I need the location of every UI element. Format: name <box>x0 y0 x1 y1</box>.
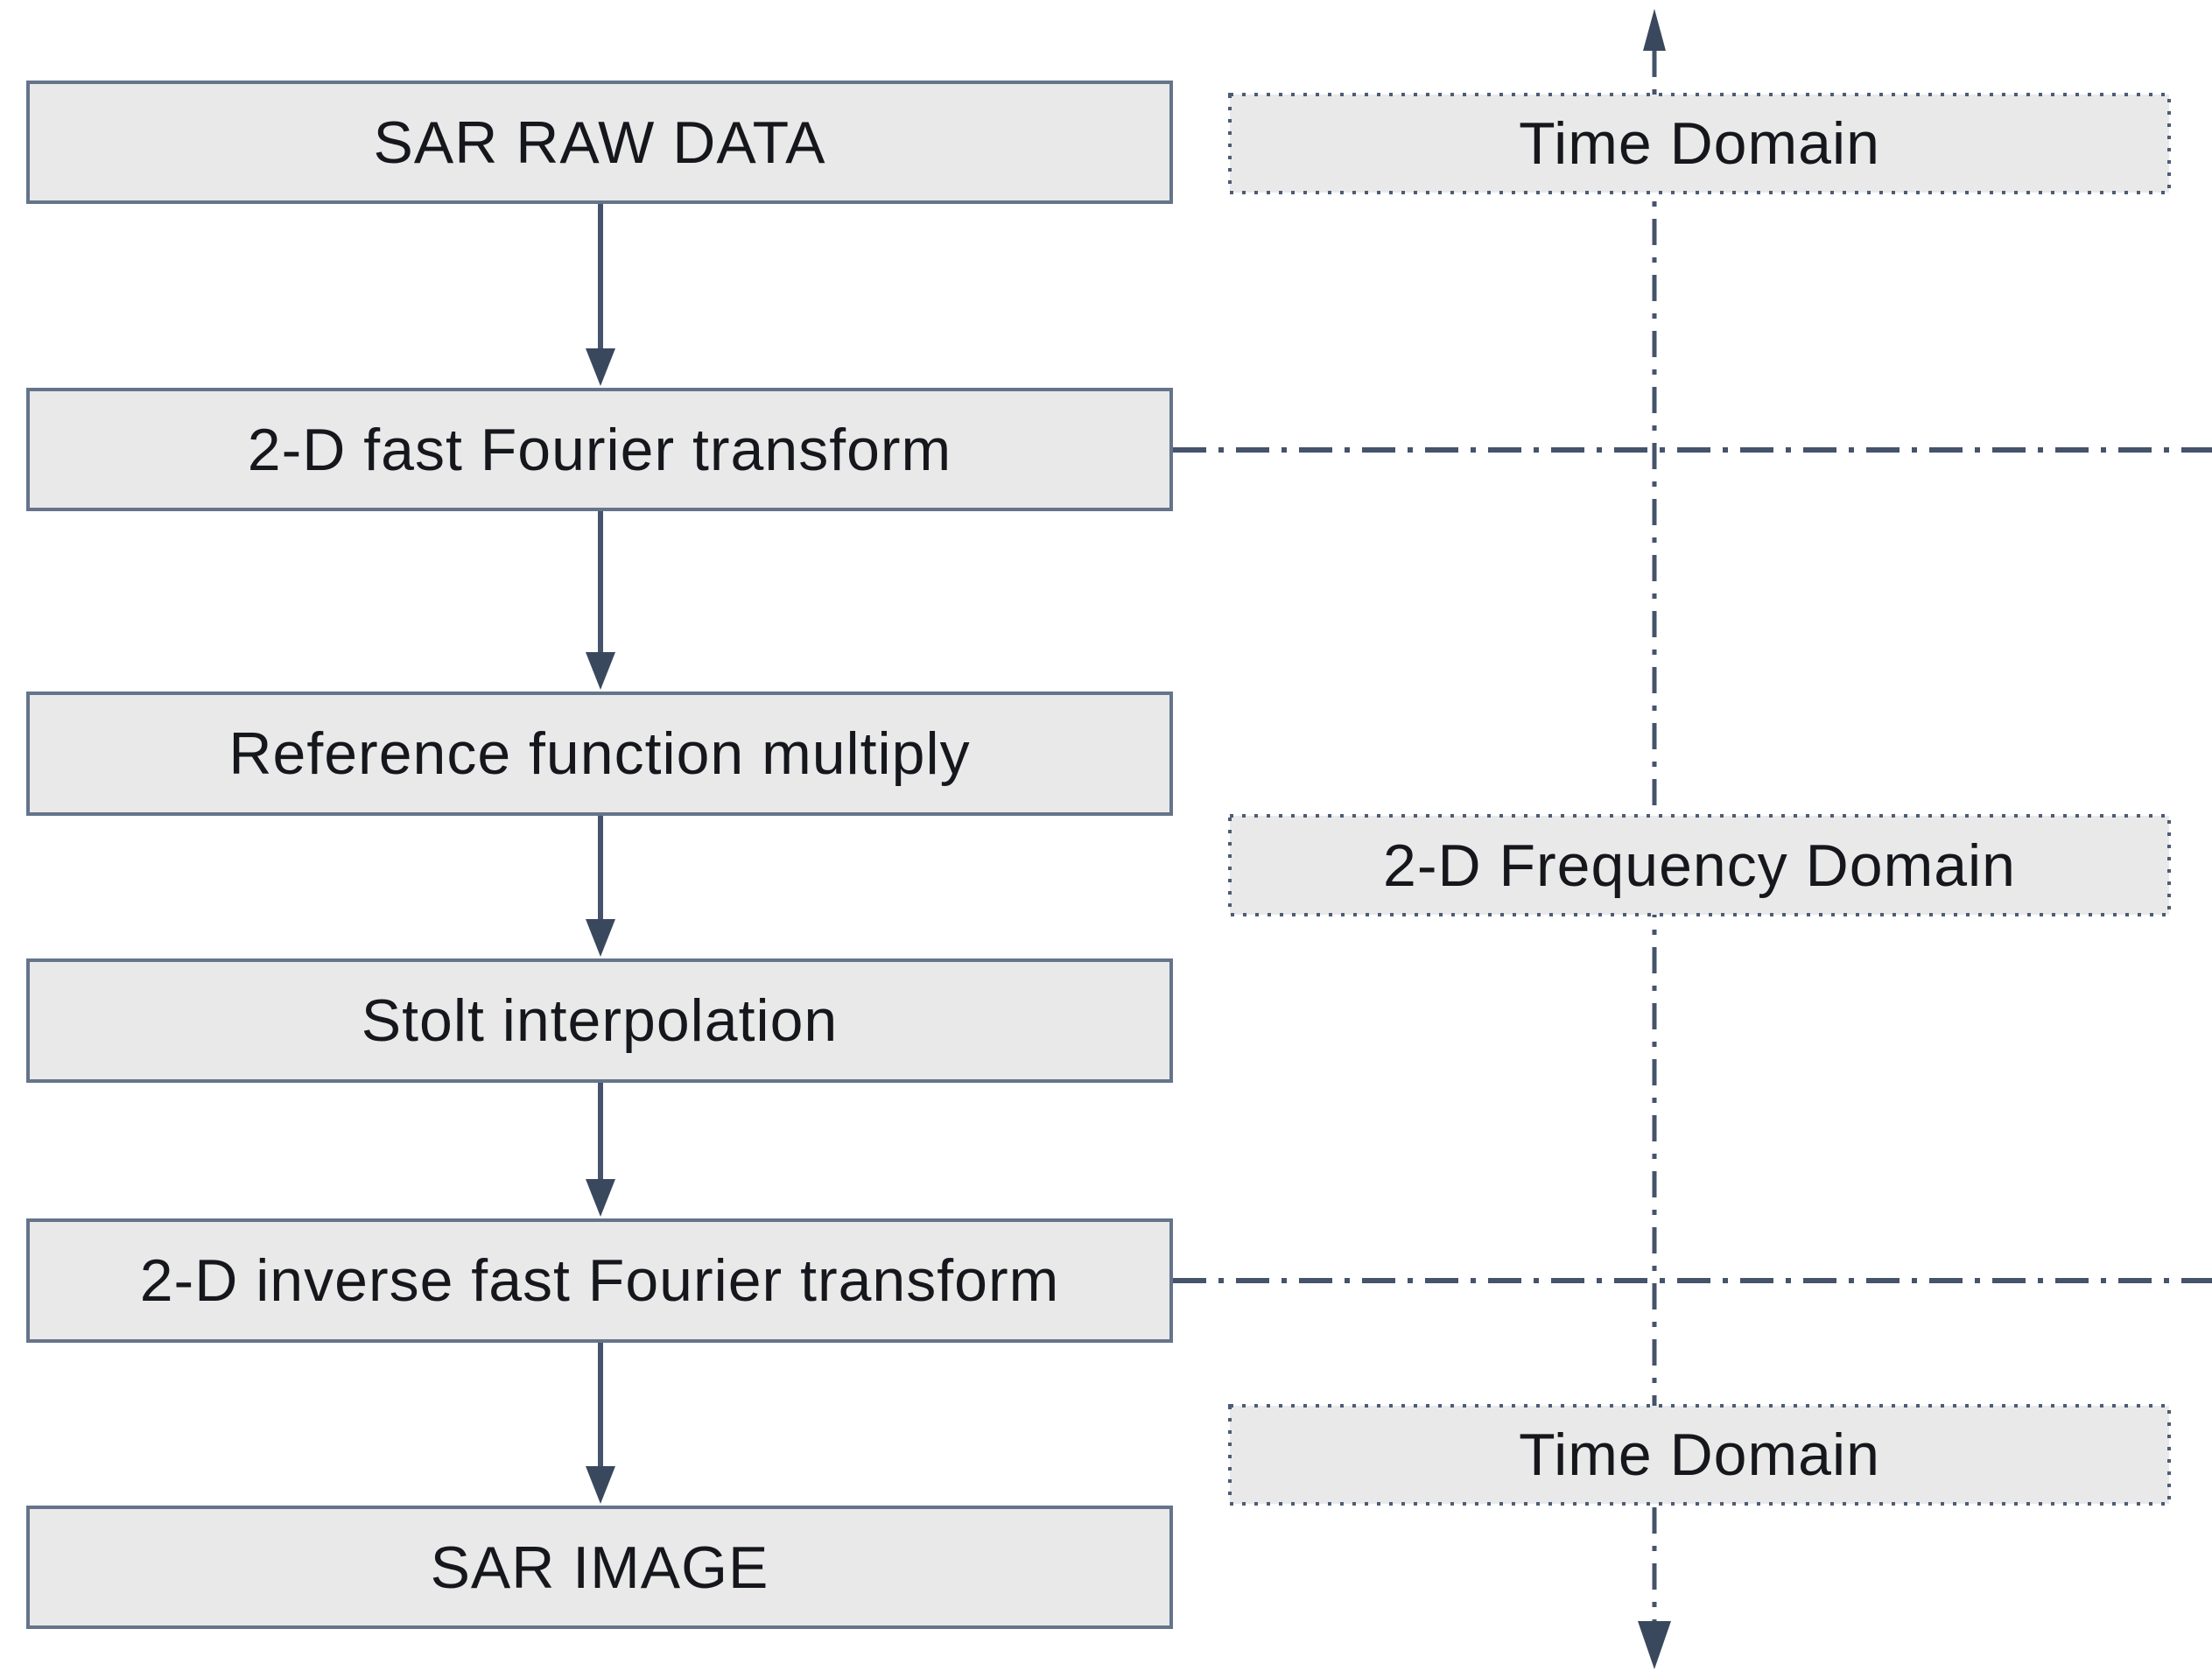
arrow-down-icon <box>586 652 615 690</box>
step-stolt-interpolation: Stolt interpolation <box>26 958 1173 1083</box>
step-label: SAR IMAGE <box>430 1534 769 1601</box>
arrow-up-icon <box>1643 9 1666 51</box>
domain-label: Time Domain <box>1519 1422 1880 1488</box>
step-label: 2-D inverse fast Fourier transform <box>139 1247 1060 1314</box>
step-reference-function-multiply: Reference function multiply <box>26 692 1173 816</box>
domain-2d-frequency-domain: 2-D Frequency Domain <box>1230 816 2169 915</box>
domain-label: Time Domain <box>1519 110 1880 177</box>
step-label: 2-D fast Fourier transform <box>247 416 952 483</box>
arrow-down-icon <box>586 348 615 386</box>
step-label: SAR RAW DATA <box>373 109 826 176</box>
domain-label: 2-D Frequency Domain <box>1383 832 2016 899</box>
step-2d-fast-fourier-transform: 2-D fast Fourier transform <box>26 388 1173 511</box>
arrow-down-icon <box>586 1466 615 1504</box>
arrow-down-icon <box>586 1179 615 1217</box>
step-sar-image: SAR IMAGE <box>26 1506 1173 1629</box>
step-label: Stolt interpolation <box>361 987 839 1054</box>
step-2d-inverse-fast-fourier-transform: 2-D inverse fast Fourier transform <box>26 1218 1173 1343</box>
step-label: Reference function multiply <box>228 720 971 787</box>
step-sar-raw-data: SAR RAW DATA <box>26 81 1173 204</box>
arrow-down-icon <box>586 919 615 957</box>
arrow-down-icon <box>1638 1621 1671 1669</box>
domain-time-domain-bottom: Time Domain <box>1230 1406 2169 1504</box>
domain-time-domain-top: Time Domain <box>1230 95 2169 193</box>
